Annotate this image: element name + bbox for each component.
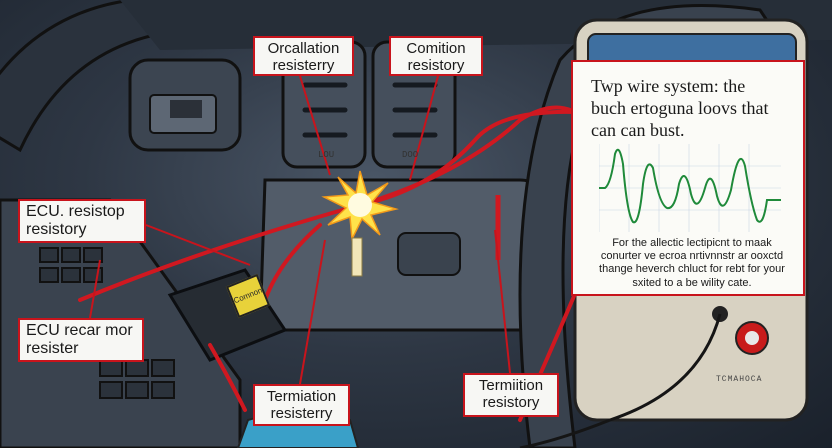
- vent-left-marking: LOU: [318, 150, 335, 160]
- panel-body: For the allectic lectipicnt to maak conu…: [583, 237, 801, 290]
- label-line: resistory: [482, 394, 540, 412]
- multimeter-brand: TCMAHOCA: [716, 375, 763, 384]
- ecu-rear-resistor-label: ECU recar mor resister: [18, 318, 144, 362]
- label-line: Termiation: [266, 388, 337, 405]
- label-line: ECU. resistop: [26, 203, 125, 220]
- panel-body-line: thange heverch chluct for rebt for your: [599, 263, 785, 276]
- oscillation-resistor-label: Orcallation resisterry: [253, 36, 354, 76]
- panel-title-line: buch ertoguna loovs that: [591, 97, 769, 118]
- panel-body-line: sxited to a be wility cate.: [632, 276, 752, 289]
- label-line: Comition: [406, 40, 466, 57]
- comition-resistor-label: Comition resistory: [389, 36, 483, 76]
- label-line: resisterry: [272, 57, 335, 75]
- label-line: resisterry: [270, 405, 333, 423]
- label-line: resister: [26, 340, 79, 358]
- termination-resistor-label-left: Termiation resisterry: [253, 384, 350, 426]
- label-line: Orcallation: [267, 40, 340, 57]
- panel-title: Twp wire system: the buch ertoguna loovs…: [591, 76, 801, 142]
- signal-waveform: [599, 144, 781, 232]
- termination-resistor-label-right: Termiition resistory: [463, 373, 559, 417]
- panel-body-line: conurter ve ecroa nrtivnnstr ar ooxctd: [600, 250, 784, 263]
- ecu-resistor-label: ECU. resistop resistory: [18, 199, 146, 243]
- panel-title-line: Twp wire system: the: [591, 76, 746, 96]
- label-line: resistory: [407, 57, 465, 75]
- panel-body-line: For the allectic lectipicnt to maak: [612, 237, 772, 249]
- panel-title-line: can can bust.: [591, 119, 685, 140]
- label-line: Termiition: [478, 377, 544, 394]
- vent-right-marking: DOO: [402, 150, 419, 160]
- label-line: resistory: [26, 221, 87, 239]
- info-panel: Twp wire system: the buch ertoguna loovs…: [571, 60, 805, 296]
- label-line: ECU recar mor: [26, 322, 133, 339]
